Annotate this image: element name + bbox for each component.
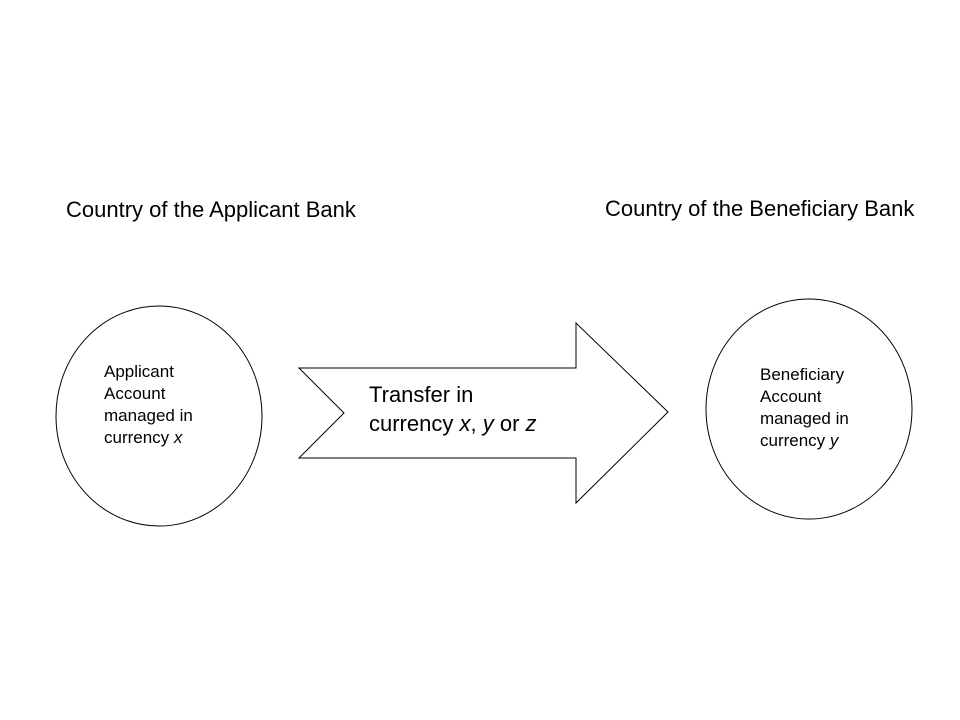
applicant-account-node bbox=[55, 305, 263, 527]
beneficiary-account-line-2: Account bbox=[760, 387, 822, 406]
applicant-currency-prefix: currency bbox=[104, 428, 174, 447]
applicant-currency-variable: x bbox=[173, 428, 183, 447]
applicant-country-label: Country of the Applicant Bank bbox=[66, 197, 356, 222]
applicant-account-currency: currency x bbox=[104, 427, 244, 449]
beneficiary-account-currency: currency y bbox=[760, 430, 900, 452]
transfer-label-line-1: Transfer in bbox=[369, 382, 474, 407]
transfer-currency-z: z bbox=[525, 411, 537, 436]
transfer-separator: , bbox=[470, 411, 483, 436]
beneficiary-account-line-3: managed in bbox=[760, 409, 849, 428]
transfer-conjunction: or bbox=[493, 411, 526, 436]
beneficiary-country-label: Country of the Beneficiary Bank bbox=[605, 196, 915, 221]
beneficiary-account-line-1: Beneficiary bbox=[760, 365, 845, 384]
applicant-account-line-2: Account bbox=[104, 384, 166, 403]
beneficiary-account-text: Beneficiary Account managed in currency … bbox=[760, 364, 900, 452]
transfer-arrow bbox=[297, 321, 669, 505]
beneficiary-account-node bbox=[705, 298, 913, 520]
applicant-account-line-3: managed in bbox=[104, 406, 193, 425]
beneficiary-currency-prefix: currency bbox=[760, 431, 830, 450]
beneficiary-currency-variable: y bbox=[829, 431, 839, 450]
transfer-prefix: currency bbox=[369, 411, 460, 436]
transfer-label-line-2: currency x, y or z bbox=[369, 409, 589, 438]
transfer-currency-y: y bbox=[482, 411, 494, 436]
applicant-account-text: Applicant Account managed in currency x bbox=[104, 361, 244, 449]
transfer-label: Transfer in currency x, y or z bbox=[369, 380, 589, 438]
applicant-account-line-1: Applicant bbox=[104, 362, 174, 381]
transfer-currency-x: x bbox=[459, 411, 471, 436]
